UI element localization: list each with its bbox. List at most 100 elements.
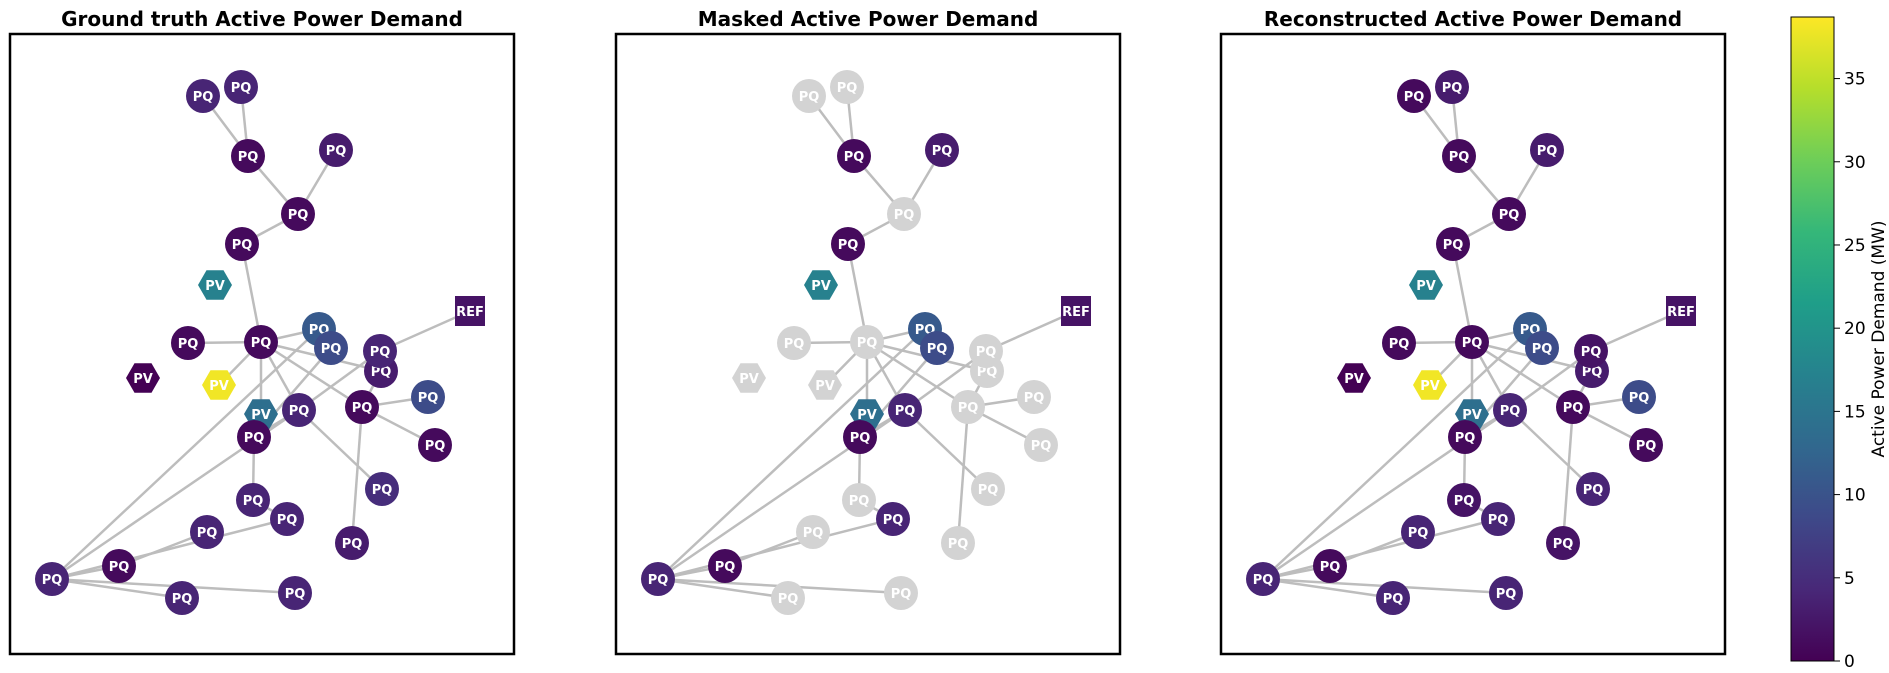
node-label: PQ — [1582, 365, 1603, 380]
node-marker — [732, 363, 766, 393]
colorbar-bar — [1790, 16, 1835, 662]
node-label: PQ — [231, 81, 252, 96]
node-marker — [951, 390, 985, 424]
node-label: PQ — [243, 494, 264, 509]
node-marker — [1574, 334, 1608, 368]
node-marker — [231, 139, 265, 173]
node-pq: PQ — [796, 515, 830, 549]
node-marker — [1525, 331, 1559, 365]
node-label: PQ — [1462, 336, 1483, 351]
node-pq: PQ — [165, 581, 199, 615]
node-label: PQ — [799, 90, 820, 105]
node-label: PV — [1420, 379, 1440, 394]
node-label: PQ — [1389, 337, 1410, 352]
node-pq: PQ — [418, 428, 452, 462]
node-marker — [842, 483, 876, 517]
edge — [904, 409, 989, 490]
edge — [1262, 577, 1394, 600]
node-pv: PV — [808, 370, 842, 400]
node-marker — [925, 133, 959, 167]
node-marker — [202, 370, 236, 400]
node-label: PQ — [418, 391, 439, 406]
node-pq: PQ — [1447, 483, 1481, 517]
node-pq: PQ — [876, 502, 910, 536]
node-marker — [920, 331, 954, 365]
node-marker — [1442, 139, 1476, 173]
node-label: PQ — [894, 208, 915, 223]
node-marker — [237, 420, 271, 454]
node-pq: PQ — [1489, 576, 1523, 610]
node-label: PQ — [850, 431, 871, 446]
node-pq: PQ — [237, 420, 271, 454]
node-marker — [225, 227, 259, 261]
node-label: PV — [251, 408, 271, 423]
node-label: PQ — [1636, 439, 1657, 454]
node-label: PQ — [784, 337, 805, 352]
node-ref: REF — [1061, 296, 1091, 326]
node-marker — [1481, 502, 1515, 536]
node-label: PQ — [1408, 526, 1429, 541]
node-marker — [165, 581, 199, 615]
colorbar-tick-label: 35 — [1844, 70, 1866, 90]
node-label: PQ — [172, 592, 193, 607]
node-marker — [1492, 197, 1526, 231]
node-pv: PV — [732, 363, 766, 393]
edge — [657, 517, 894, 581]
node-marker — [1413, 370, 1447, 400]
node-label: PQ — [342, 537, 363, 552]
node-marker — [35, 562, 69, 596]
node-label: PQ — [1583, 483, 1604, 498]
node-pq: PQ — [1525, 331, 1559, 365]
node-marker — [1409, 270, 1443, 300]
node-pv: PV — [1409, 270, 1443, 300]
node-pq: PQ — [186, 79, 220, 113]
node-label: PV — [811, 279, 831, 294]
node-marker — [1493, 393, 1527, 427]
node-label: PV — [815, 379, 835, 394]
edge — [657, 577, 789, 600]
node-marker — [1576, 472, 1610, 506]
node-marker — [796, 515, 830, 549]
node-marker — [345, 390, 379, 424]
node-pq: PQ — [830, 70, 864, 104]
edge — [866, 340, 969, 409]
node-label: PQ — [238, 150, 259, 165]
node-marker — [190, 515, 224, 549]
edge — [1509, 409, 1594, 490]
node-pq: PQ — [224, 70, 258, 104]
node-pq: PQ — [363, 334, 397, 368]
node-label: PQ — [1499, 208, 1520, 223]
node-marker — [1061, 296, 1091, 326]
node-pq: PQ — [1530, 133, 1564, 167]
node-pq: PQ — [837, 139, 871, 173]
node-pq: PQ — [102, 549, 136, 583]
node-pq: PQ — [1455, 325, 1489, 359]
node-pq: PQ — [236, 483, 270, 517]
node-pq: PQ — [1576, 472, 1610, 506]
node-marker — [278, 576, 312, 610]
edge — [51, 517, 288, 581]
node-pq: PQ — [1376, 581, 1410, 615]
node-label: PQ — [1537, 144, 1558, 159]
node-pq: PQ — [884, 576, 918, 610]
node-pq: PQ — [244, 325, 278, 359]
edge — [956, 406, 970, 544]
node-label: PQ — [321, 342, 342, 357]
node-marker — [1448, 420, 1482, 454]
node-label: PV — [857, 408, 877, 423]
node-marker — [1397, 79, 1431, 113]
node-pq: PQ — [1574, 334, 1608, 368]
node-pq: PQ — [1401, 515, 1435, 549]
node-pq: PQ — [1313, 549, 1347, 583]
node-pq: PQ — [278, 576, 312, 610]
node-label: REF — [456, 305, 484, 320]
node-label: PQ — [289, 404, 310, 419]
node-marker — [1246, 562, 1280, 596]
node-marker — [335, 526, 369, 560]
node-label: PQ — [976, 345, 997, 360]
panel-reconstructed: Reconstructed Active Power Demand PQPQPQ… — [1219, 7, 1727, 656]
